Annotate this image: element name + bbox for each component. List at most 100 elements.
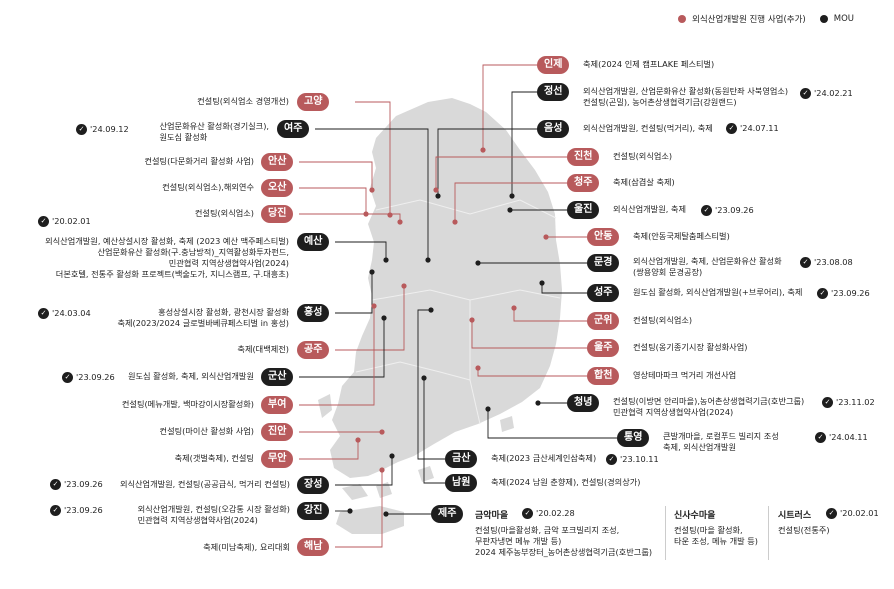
desc-eumseong: 외식산업개발원, 컨설팅(먹거리), 축제: [583, 123, 713, 133]
pill-gongju: 공주: [297, 341, 330, 359]
desc-gangjin: 외식산업개발원, 컨설팅(오감통 시장 활성화) 민관협력 지역상생협약사업(2…: [137, 504, 290, 525]
divider: [768, 506, 769, 560]
desc-yesan: 외식산업개발원, 예산상설시장 활성화, 축제 (2023 예산 맥주페스티벌)…: [45, 236, 289, 279]
location-dot-cheongju: [452, 219, 458, 225]
check-icon: ✓: [38, 215, 49, 227]
pill-haenam: 해남: [297, 538, 330, 556]
location-dot-uljin: [507, 207, 513, 213]
mou-gunsan: ✓'23.09.26: [62, 370, 115, 384]
location-dot-gongju: [401, 283, 407, 289]
legend-red-dot: [678, 15, 687, 23]
pill-andong: 안동: [587, 228, 620, 246]
location-dot-eumseong: [435, 193, 441, 199]
internal-borders: [355, 199, 561, 425]
desc-jinan: 컨설팅(마이산 활성화 사업): [159, 426, 254, 436]
leader-line-osan: [299, 187, 367, 214]
check-icon: ✓: [76, 123, 87, 135]
divider: [665, 506, 666, 560]
check-icon: ✓: [800, 256, 811, 268]
desc-jincheon: 컨설팅(외식업소): [613, 151, 673, 161]
mou-date: '20.02.28: [536, 508, 575, 518]
desc-tongyeong: 큰발개마을, 로컬푸드 빌리지 조성 축제, 외식산업개발원: [663, 431, 779, 452]
desc-gunsan: 원도심 활성화, 축제, 외식산업개발원: [127, 371, 254, 381]
pill-cheongnyeong: 청녕: [567, 394, 600, 412]
mou-date: '20.02.01: [52, 216, 91, 226]
mou-date: '20.02.01: [840, 508, 879, 518]
desc-uljin: 외식산업개발원, 축제: [613, 204, 686, 214]
desc-haenam: 축제(미남축제), 요리대회: [203, 542, 290, 552]
check-icon: ✓: [50, 478, 61, 490]
legend-black-label: MOU: [833, 14, 854, 24]
desc-jeongseon: 외식산업개발원, 산업문화유산 활성화(동원탄좌 사북영업소) 컨설팅(곤밀),…: [583, 86, 789, 107]
location-dot-hongseong: [369, 269, 375, 275]
pill-gunwi: 군위: [587, 312, 620, 330]
pill-hongseong: 홍성: [297, 304, 330, 322]
location-dot-cheongnyeong: [535, 400, 541, 406]
location-dot-geumsan: [428, 307, 434, 313]
desc-hapcheon: 영상테마파크 먹거리 개선사업: [633, 370, 737, 380]
desc-gunwi: 컨설팅(외식업소): [633, 315, 693, 325]
mou-date: '24.09.12: [90, 124, 129, 134]
mou-date: '23.09.26: [64, 505, 103, 515]
pill-seongju: 성주: [587, 284, 620, 302]
check-icon: ✓: [817, 287, 828, 299]
desc-cheongju: 축제(삼겹살 축제): [613, 177, 675, 187]
location-dot-gunsan: [381, 315, 387, 321]
pill-eumseong: 음성: [537, 120, 570, 138]
location-dot-jeju: [383, 511, 389, 517]
location-dot-jincheon: [433, 187, 439, 193]
leader-line-eumseong: [437, 128, 537, 196]
pill-ansan: 안산: [261, 153, 294, 171]
location-dot-ansan: [369, 187, 375, 193]
desc-jangseong: 외식산업개발원, 컨설팅(공공급식, 먹거리 컨설팅): [119, 479, 290, 489]
check-icon: ✓: [826, 507, 837, 519]
mou-citrus: ✓'20.02.01: [826, 506, 879, 520]
mou-date: '23.09.26: [715, 205, 754, 215]
pill-buyeo: 부여: [261, 396, 294, 414]
desc-ansan: 컨설팅(다문화거리 활성화 사업): [144, 156, 254, 166]
location-dot-goyang: [387, 212, 393, 218]
check-icon: ✓: [38, 307, 49, 319]
location-dot-osan: [363, 211, 369, 217]
desc-yeoju: 산업문화유산 활성화(경기실크), 원도심 활성화: [159, 121, 269, 142]
pill-gunsan: 군산: [261, 368, 294, 386]
location-dot-namwon: [421, 375, 427, 381]
check-icon: ✓: [62, 371, 73, 383]
pill-yeoju: 여주: [277, 120, 310, 138]
mou-geumak: ✓'20.02.28: [522, 506, 575, 520]
pill-gangjin: 강진: [297, 502, 330, 520]
mou-geumsan: ✓'23.10.11: [606, 452, 659, 466]
desc-gongju: 축제(대백제전): [237, 344, 289, 354]
pill-goyang: 고양: [297, 93, 330, 111]
pill-geumsan: 금산: [445, 450, 478, 468]
check-icon: ✓: [50, 504, 61, 516]
leader-line-tongyeong: [487, 409, 617, 439]
leader-line-gunsan: [299, 318, 385, 378]
location-dot-haenam: [379, 467, 385, 473]
mou-jangseong: ✓'23.09.26: [50, 477, 103, 491]
desc-inje: 축제(2024 인제 캠프LAKE 페스티벌): [583, 59, 715, 69]
pill-inje: 인제: [537, 56, 570, 74]
mou-seongju: ✓'23.09.26: [817, 286, 870, 300]
desc-mungyeong: 외식산업개발원, 축제, 산업문화유산 활성화 (쌍용양회 문경공장): [633, 256, 782, 277]
pill-jincheon: 진천: [567, 148, 600, 166]
check-icon: ✓: [815, 431, 826, 443]
location-dot-buyeo: [371, 303, 377, 309]
check-icon: ✓: [800, 87, 811, 99]
location-dot-yeoju: [425, 257, 431, 263]
pill-namwon: 남원: [445, 474, 478, 492]
desc-sinsa: 컨설팅(마을 활성화, 타운 조성, 메뉴 개발 등): [674, 525, 758, 546]
mou-uljin: ✓'23.09.26: [701, 203, 754, 217]
korea-map-shape: [318, 98, 562, 534]
location-dot-inje: [480, 147, 486, 153]
location-dot-jangseong: [389, 453, 395, 459]
desc-cheongnyeong: 컨설팅(이방면 안리마을),농어촌상생협력기금(호반그룹) 민관협력 지역상생협…: [613, 396, 805, 417]
mou-jeongseon: ✓'24.02.21: [800, 86, 853, 100]
mou-date: '24.03.04: [52, 308, 91, 318]
mou-mungyeong: ✓'23.08.08: [800, 255, 853, 269]
leader-line-namwon: [423, 378, 445, 484]
legend-black-dot: [819, 15, 828, 23]
mou-date: '24.02.21: [814, 88, 853, 98]
leader-line-cheongju: [454, 182, 567, 222]
